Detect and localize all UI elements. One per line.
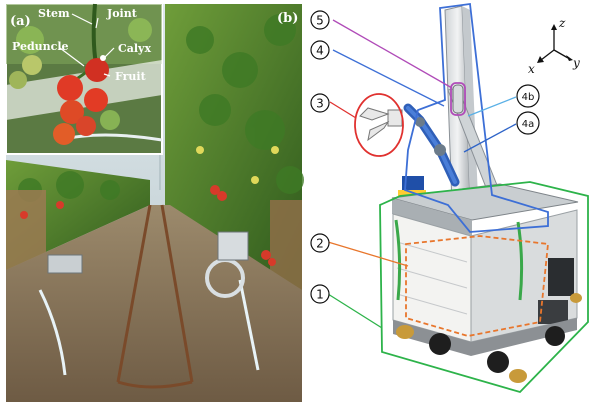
callout-outlines — [354, 2, 589, 394]
callout-2-label: 2 — [316, 237, 324, 251]
axis-y-label: y — [572, 56, 580, 70]
annotation-joint: Joint — [106, 7, 138, 20]
outline-3 — [354, 93, 404, 157]
annotation-fruit: Fruit — [115, 70, 147, 83]
robot-photo — [359, 5, 582, 383]
callout-1-label: 1 — [316, 288, 324, 302]
callout-3-label: 3 — [316, 97, 324, 111]
inset-a-photo: (a) Stem Joint Peduncle Calyx Fruit — [5, 3, 163, 155]
coordinate-axes: z x y — [528, 16, 580, 76]
axis-z-label: z — [558, 16, 566, 30]
callout-markers: 5 4 3 2 1 4b 4a — [310, 10, 540, 304]
callout-4: 4 — [310, 40, 330, 60]
outline-4 — [404, 2, 549, 233]
outline-1 — [379, 181, 589, 394]
callout-4b: 4b — [516, 84, 540, 108]
outline-5 — [450, 82, 466, 116]
callout-3: 3 — [310, 93, 330, 113]
callout-4a-label: 4a — [522, 119, 535, 130]
callout-4-label: 4 — [316, 44, 324, 58]
callout-5-label: 5 — [316, 14, 324, 28]
outline-2 — [405, 235, 549, 337]
panel-a-label: (a) — [10, 14, 31, 29]
panel-b-label: (b) — [277, 11, 298, 26]
callout-4a: 4a — [516, 111, 540, 135]
callout-4b-label: 4b — [522, 92, 535, 103]
annotation-stem: Stem — [38, 7, 70, 20]
axis-x-label: x — [528, 62, 535, 76]
callout-5: 5 — [310, 10, 330, 30]
annotation-peduncle: Peduncle — [12, 40, 69, 53]
callout-2: 2 — [310, 233, 330, 253]
annotation-calyx: Calyx — [118, 42, 151, 55]
callout-1: 1 — [310, 284, 330, 304]
